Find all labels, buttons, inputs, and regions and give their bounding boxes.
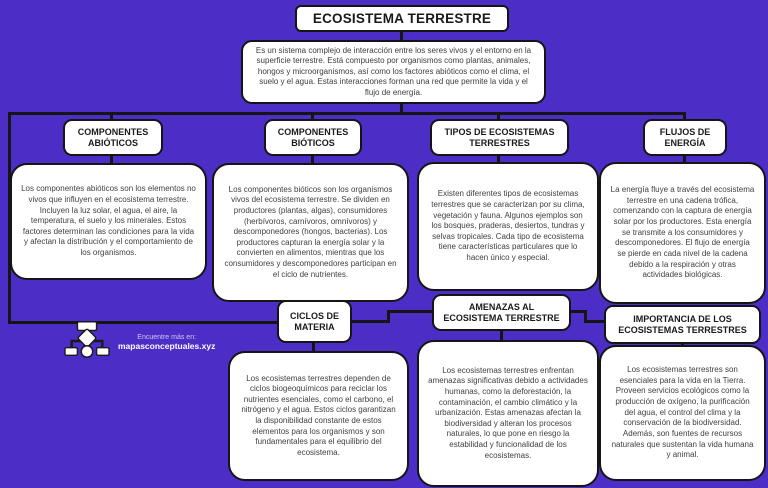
connector-stub-flujos [683,112,686,122]
connector-abioticos-body [110,154,113,165]
connector-importancia-body [681,341,684,348]
connector-stub-abioticos [110,112,113,122]
node-componentes-abioticos: COMPONENTES ABIÓTICOS [63,119,163,156]
connector-amenazas-right [569,310,587,313]
watermark-site-url: mapasconceptuales.xyz [118,341,216,351]
connector-amenazas-body [500,329,503,341]
node-tipos-ecosistemas: TIPOS DE ECOSISTEMAS TERRESTRES [430,119,569,156]
watermark: Encuentre más en: mapasconceptuales.xyz [64,320,215,365]
connector-to-amenazas [387,310,434,313]
connector-left-vertical [8,112,11,324]
node-componentes-bioticos: COMPONENTES BIÓTICOS [264,119,362,156]
description-flujos-energia: La energía fluye a través del ecosistema… [599,162,766,304]
connector-title-intro [400,30,403,42]
description-componentes-abioticos: Los componentes abióticos son los elemen… [10,163,207,280]
connector-stub-tipos [497,112,500,122]
connector-flujos-body [683,154,686,164]
description-tipos-ecosistemas: Existen diferentes tipos de ecosistemas … [417,162,599,291]
connector-ciclos-body [312,341,315,352]
connector-to-importancia [584,320,606,323]
connector-tipos-body [497,154,500,164]
description-componentes-bioticos: Los componentes bióticos son los organis… [212,163,409,302]
node-importancia: IMPORTANCIA DE LOS ECOSISTEMAS TERRESTRE… [604,305,761,344]
node-amenazas: AMENAZAS AL ECOSISTEMA TERRESTRE [432,294,571,331]
connector-intro-main [400,102,403,115]
watermark-tagline: Encuentre más en: [137,334,197,341]
connector-step-down [584,310,587,323]
connector-ciclos-right [350,320,390,323]
concept-map-icon [64,320,110,365]
node-flujos-energia: FLUJOS DE ENERGÍA [643,119,727,156]
description-amenazas: Los ecosistemas terrestres enfrentan ame… [417,340,599,487]
description-ciclos-materia: Los ecosistemas terrestres dependen de c… [228,351,409,481]
connector-left-to-ciclos [8,321,279,324]
connector-main-horizontal [8,112,686,115]
connector-stub-bioticos [311,112,314,122]
node-ciclos-materia: CICLOS DE MATERIA [277,300,352,343]
connector-step-up [387,310,390,323]
intro-description: Es un sistema complejo de interacción en… [241,40,546,104]
connector-bioticos-body [311,154,314,165]
map-title: ECOSISTEMA TERRESTRE [295,5,509,32]
description-importancia: Los ecosistemas terrestres son esenciale… [599,345,766,481]
